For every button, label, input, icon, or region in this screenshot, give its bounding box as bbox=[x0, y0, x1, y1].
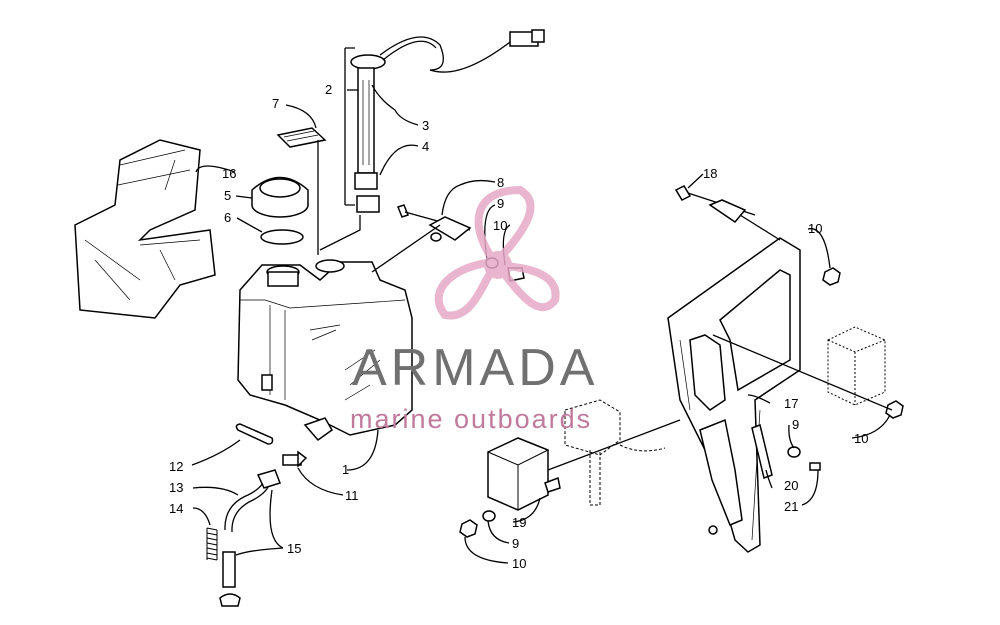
callout-10b: 10 bbox=[512, 556, 526, 571]
screw-part bbox=[809, 462, 821, 471]
callout-10d: 10 bbox=[854, 431, 868, 446]
callout-16: 16 bbox=[222, 166, 236, 181]
washer-part bbox=[482, 510, 496, 522]
callout-20: 20 bbox=[784, 478, 798, 493]
callout-10a: 10 bbox=[493, 218, 507, 233]
callout-5: 5 bbox=[224, 188, 231, 203]
callout-9c: 9 bbox=[792, 417, 799, 432]
fuel-tank-part bbox=[237, 259, 413, 442]
nut-part bbox=[885, 400, 904, 419]
callout-18: 18 bbox=[703, 166, 717, 181]
nut-part bbox=[822, 267, 841, 286]
watermark-brand: ARMADA bbox=[352, 339, 598, 397]
callout-10c: 10 bbox=[808, 221, 822, 236]
top-bolts-part bbox=[674, 185, 781, 241]
callout-14: 14 bbox=[169, 501, 183, 516]
fitting-part bbox=[282, 450, 308, 468]
callout-4: 4 bbox=[422, 139, 429, 154]
washer-part bbox=[787, 446, 801, 458]
watermark: ARMADA marine outboards bbox=[350, 185, 598, 434]
seal-ring-part bbox=[260, 229, 304, 245]
callout-labels: 1 2 3 4 5 6 7 8 9 10 11 12 13 14 15 16 1… bbox=[169, 82, 868, 571]
clip-part bbox=[235, 423, 274, 445]
callout-8: 8 bbox=[497, 175, 504, 190]
callout-19: 19 bbox=[512, 515, 526, 530]
strip-part bbox=[751, 423, 773, 480]
callout-6: 6 bbox=[224, 210, 231, 225]
callout-9a: 9 bbox=[497, 196, 504, 211]
watermark-tagline: marine outboards bbox=[350, 404, 592, 434]
callout-15: 15 bbox=[287, 541, 301, 556]
tube-part bbox=[219, 551, 241, 607]
callout-7: 7 bbox=[272, 96, 279, 111]
level-sender-part bbox=[344, 29, 545, 213]
callout-2: 2 bbox=[325, 82, 332, 97]
callout-21: 21 bbox=[784, 499, 798, 514]
bracket-part bbox=[667, 237, 801, 553]
shield-part bbox=[74, 139, 216, 319]
nut-part bbox=[459, 519, 478, 538]
ghost-box-part bbox=[827, 326, 886, 406]
fuel-cap-part bbox=[251, 176, 309, 218]
callout-12: 12 bbox=[169, 459, 183, 474]
spring-part bbox=[206, 527, 218, 561]
decal-part bbox=[276, 127, 327, 148]
callout-17: 17 bbox=[784, 396, 798, 411]
valve-part bbox=[564, 399, 666, 506]
callout-13: 13 bbox=[169, 480, 183, 495]
module-part bbox=[487, 437, 561, 511]
callout-3: 3 bbox=[422, 118, 429, 133]
propeller-logo-icon bbox=[434, 185, 560, 320]
callout-11: 11 bbox=[345, 488, 359, 503]
callout-1: 1 bbox=[342, 462, 349, 477]
callout-9b: 9 bbox=[512, 536, 519, 551]
leader-lines bbox=[191, 84, 893, 564]
hose-part bbox=[224, 469, 281, 533]
